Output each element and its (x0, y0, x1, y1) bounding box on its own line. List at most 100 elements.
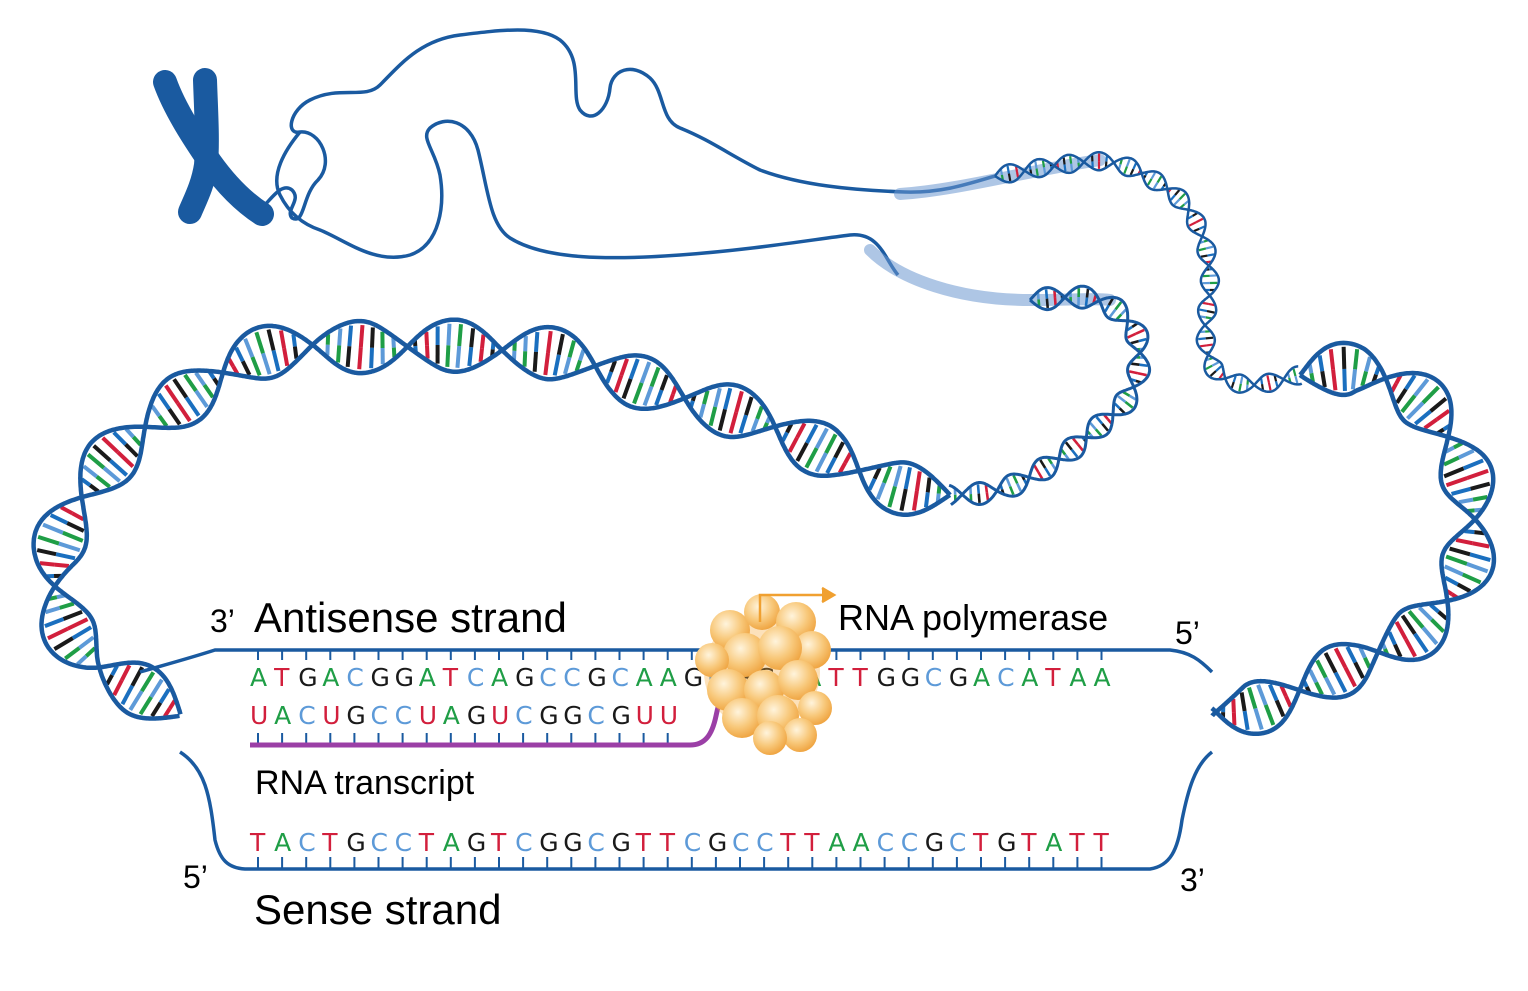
base-pair-rung (1429, 396, 1448, 413)
base-pair-rung (1033, 464, 1040, 473)
base-pair-rung (649, 366, 661, 388)
base-pair-rung (112, 679, 124, 697)
base-pair-rung (574, 359, 582, 372)
base-pair-rung (1456, 582, 1472, 593)
base-pair-rung (1187, 214, 1194, 220)
base-pair-rung (1429, 603, 1440, 614)
base-pair-rung (1147, 178, 1153, 186)
base-pair-rung (446, 323, 452, 346)
chromosome-icon (153, 68, 274, 226)
base-pair-rung (80, 477, 92, 487)
base-pair-rung (150, 404, 161, 418)
base-pair-rung (266, 329, 276, 351)
base-pair-rung (1309, 372, 1315, 383)
base-pair-rung (1200, 254, 1208, 258)
base-pair-rung (53, 636, 74, 651)
base-pair-rung (120, 684, 135, 706)
base-pair-rung (1108, 308, 1117, 318)
helix-backbones (31, 150, 1497, 736)
base-pair-rung (1072, 437, 1079, 446)
base-pair-rung (58, 541, 81, 553)
antisense-base: T (827, 663, 844, 692)
rna-base: G (563, 701, 582, 730)
antisense-base: G (949, 663, 968, 692)
base-pair-rung (357, 346, 363, 370)
base-pair-rung (1413, 632, 1429, 654)
base-pair-rung (744, 396, 754, 416)
base-pair-rung (1015, 171, 1020, 178)
antisense-base: T (273, 663, 290, 692)
base-pair-rung (71, 625, 93, 640)
helix-strand (39, 317, 952, 716)
base-pair-rung (1118, 407, 1126, 415)
antisense-base: T (1044, 663, 1061, 692)
polymerase-subunit (793, 631, 831, 669)
condensed-fiber (894, 154, 1106, 200)
base-pair-rung (424, 331, 429, 346)
base-pair-rung (149, 678, 164, 698)
sense-base: T (1068, 828, 1085, 857)
rna-base: U (419, 701, 437, 730)
antisense-strand-label: Antisense strand (254, 594, 567, 641)
base-pair-rung (66, 617, 89, 631)
base-pair-rung (1449, 546, 1471, 557)
base-pair-rung (138, 695, 153, 716)
base-pair-rung (271, 349, 281, 372)
base-pair-rung (1462, 458, 1484, 471)
base-pair-rung (1050, 463, 1057, 470)
base-pair-rung (1179, 203, 1186, 209)
base-pair-rung (140, 671, 156, 693)
base-pair-rung (183, 373, 198, 393)
base-pair-rung (82, 464, 98, 479)
rna-transcript-label: RNA transcript (255, 764, 475, 802)
base-pair-rung (163, 707, 172, 718)
polymerase-subunit (753, 721, 787, 755)
rna-base: C (298, 701, 315, 730)
base-pair-rung (713, 387, 722, 408)
base-pair-rung (872, 466, 882, 480)
chromatin-thread (260, 28, 996, 221)
base-pair-rung (227, 358, 235, 368)
base-pair-rung (1127, 332, 1137, 339)
sense-base: T (659, 828, 676, 857)
base-pair-rung (1418, 606, 1433, 622)
rna-base: U (250, 701, 268, 730)
base-pair-rung (1307, 364, 1314, 374)
base-pair-rung (1345, 645, 1357, 664)
helix-strand (994, 150, 1299, 394)
base-pair-rung (867, 477, 877, 491)
base-pair-rung (1423, 417, 1439, 430)
rna-base: U (322, 701, 340, 730)
base-pair-rung (1430, 618, 1446, 634)
base-pair-rung (1466, 562, 1489, 574)
base-pair-rung (66, 521, 85, 533)
base-pair-rung (1094, 428, 1103, 437)
base-pair-rung (887, 485, 897, 508)
rna-polymerase-complex (695, 594, 832, 755)
base-pair-rung (1387, 631, 1397, 646)
base-pair-rung (1360, 370, 1369, 387)
base-pair-rung (1036, 292, 1040, 300)
base-pair-rung (1395, 388, 1408, 404)
sense-base: C (732, 828, 749, 857)
base-pair-rung (668, 393, 675, 404)
base-pair-rung (911, 490, 919, 511)
base-pair-rung (1198, 247, 1207, 252)
base-pair-rung (47, 626, 69, 641)
base-pair-rung (95, 474, 111, 489)
antisense-base: C (539, 663, 556, 692)
antisense-backbone (139, 648, 1214, 674)
base-pair-rung (254, 331, 265, 354)
base-pair-rung (1123, 166, 1128, 174)
base-pair-rung (903, 467, 912, 490)
base-pair-rung (1232, 375, 1237, 383)
sense-base: T (1020, 828, 1037, 857)
antisense-base: C (997, 663, 1014, 692)
base-pair-rung (1333, 647, 1348, 669)
base-pair-rung (1070, 163, 1074, 172)
base-pair-rung (1117, 395, 1127, 403)
base-pair-rung (467, 346, 474, 367)
base-pair-rung (1045, 298, 1050, 309)
base-pair-rung (167, 407, 182, 426)
base-pair-rung (1413, 378, 1430, 397)
